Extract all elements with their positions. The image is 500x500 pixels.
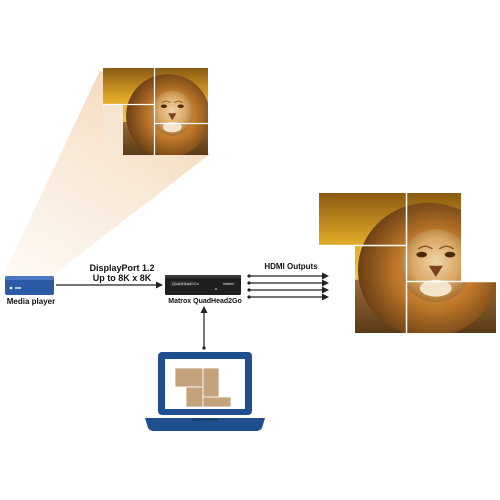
config-arrow: [200, 306, 208, 350]
top-wall-seams: [103, 68, 208, 155]
displayport-arrow: [56, 281, 163, 289]
laptop-layout-tiles: [174, 367, 232, 408]
displayport-label-line2: Up to 8K x 8K: [92, 273, 152, 284]
displayport-label: DisplayPort 1.2 Up to 8K x 8K: [82, 263, 162, 284]
displayport-label-line1: DisplayPort 1.2: [89, 263, 155, 273]
device-name-label: Matrox QuadHead2Go: [168, 298, 242, 305]
right-wall-seams: [319, 193, 496, 333]
right-video-wall: [319, 193, 496, 333]
quadhead2go-device: [165, 275, 241, 295]
device-front-label: QuadHead2Go: [172, 281, 200, 286]
device-brand-label: matrox: [223, 282, 234, 286]
hdmi-arrow-heads: [322, 272, 329, 301]
hdmi-output-arrows: [249, 275, 324, 298]
hdmi-source-dots: [247, 274, 251, 299]
media-player-device: [5, 276, 54, 295]
media-player-label: Media player: [6, 297, 56, 306]
hdmi-outputs-label: HDMI Outputs: [264, 262, 318, 271]
